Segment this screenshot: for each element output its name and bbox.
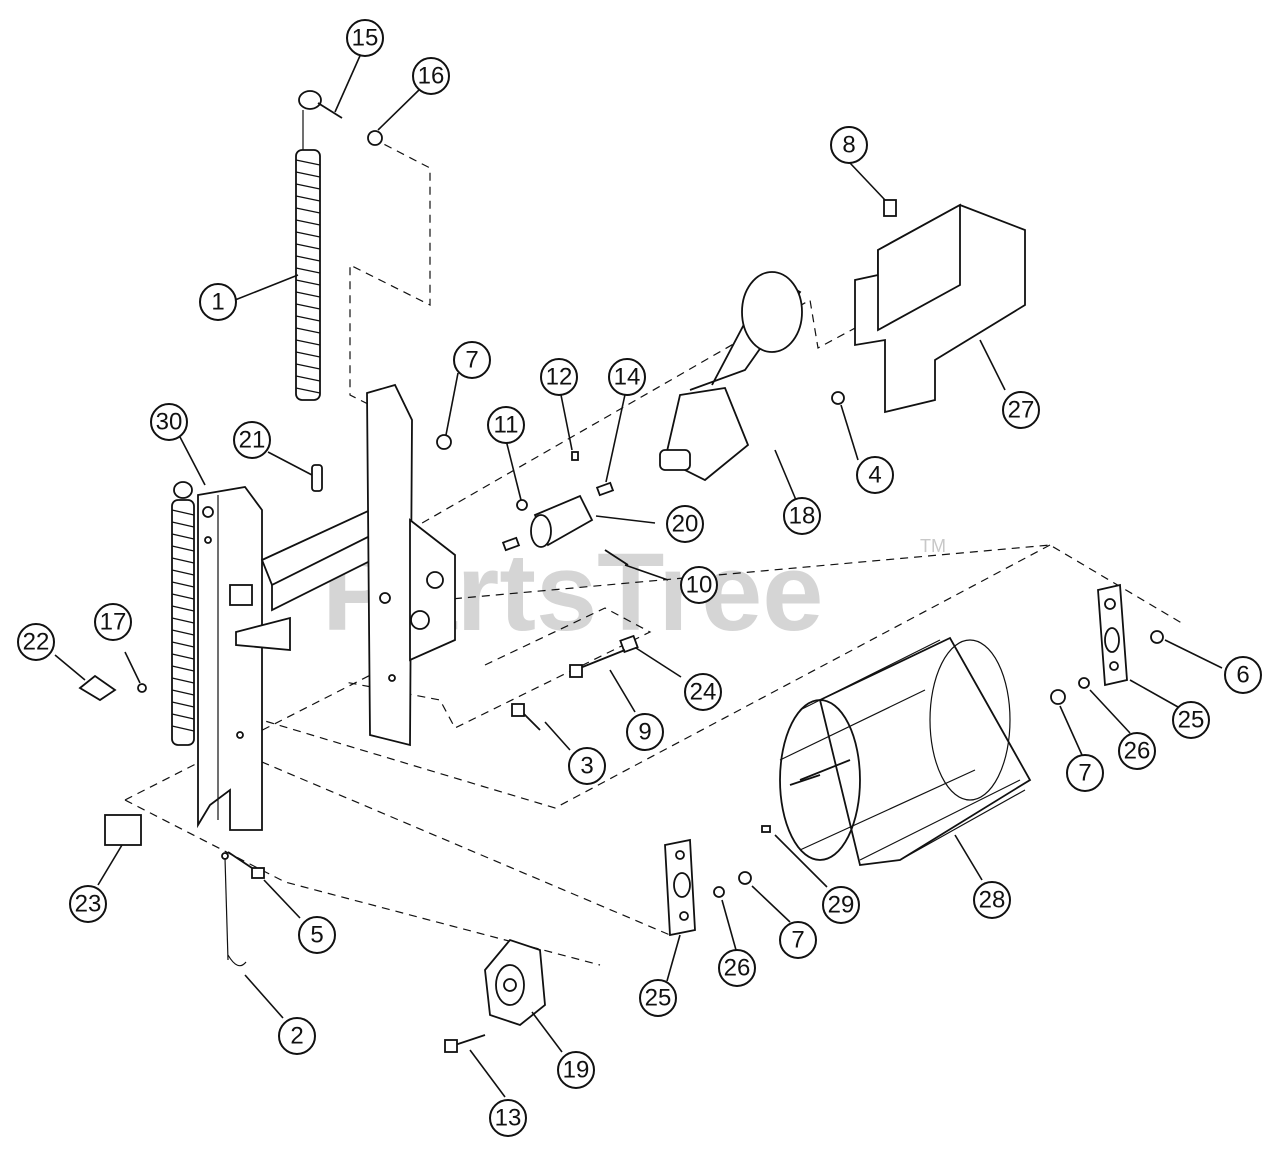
callout: 22 xyxy=(17,623,55,661)
callout: 3 xyxy=(568,747,606,785)
callout-label: 7 xyxy=(791,927,804,954)
callout: 8 xyxy=(830,126,868,164)
screws-center xyxy=(511,634,639,731)
callout-label: 18 xyxy=(789,503,816,530)
callout-label: 7 xyxy=(1078,760,1091,787)
motor xyxy=(659,271,845,482)
callout: 28 xyxy=(973,881,1011,919)
bearing-plate-left xyxy=(664,838,752,937)
callout: 19 xyxy=(557,1051,595,1089)
coupling-assembly xyxy=(501,451,629,566)
callout: 9 xyxy=(626,713,664,751)
callout-label: 3 xyxy=(580,753,593,780)
callout: 20 xyxy=(666,505,704,543)
callout: 12 xyxy=(540,358,578,396)
callout-label: 5 xyxy=(310,922,323,949)
callout: 5 xyxy=(298,916,336,954)
callout-label: 2 xyxy=(290,1023,303,1050)
callout: 24 xyxy=(684,673,722,711)
callout: 27 xyxy=(1002,391,1040,429)
callout-label: 26 xyxy=(1124,738,1151,765)
callout: 18 xyxy=(783,497,821,535)
callout: 10 xyxy=(680,566,718,604)
watermark-tm: TM xyxy=(920,536,946,556)
callout-label: 24 xyxy=(690,679,717,706)
callout: 7 xyxy=(779,921,817,959)
callout: 15 xyxy=(346,19,384,57)
callout: 13 xyxy=(489,1099,527,1137)
callout: 7 xyxy=(453,341,491,379)
callout: 16 xyxy=(412,57,450,95)
callout: 7 xyxy=(1066,754,1104,792)
callout-label: 29 xyxy=(828,892,855,919)
left-frame-bracket xyxy=(197,486,291,831)
callout: 26 xyxy=(718,949,756,987)
callout: 30 xyxy=(150,403,188,441)
callout-label: 1 xyxy=(211,289,224,316)
spring-upper xyxy=(295,90,383,401)
callout: 6 xyxy=(1224,656,1262,694)
callout-label: 28 xyxy=(979,887,1006,914)
callout: 29 xyxy=(822,886,860,924)
right-frame-plate xyxy=(366,383,456,747)
callout-label: 25 xyxy=(645,985,672,1012)
callout-label: 16 xyxy=(418,63,445,90)
callout-label: 26 xyxy=(724,955,751,982)
spiked-drum xyxy=(761,636,1032,866)
callout-label: 21 xyxy=(239,427,266,454)
guard-bracket xyxy=(854,199,1026,414)
callout: 17 xyxy=(94,603,132,641)
callout-label: 4 xyxy=(868,462,881,489)
callout-label: 10 xyxy=(686,572,713,599)
spring-lower xyxy=(171,481,195,746)
leader-lines xyxy=(54,48,1223,1098)
callout-label: 22 xyxy=(23,629,50,656)
callout-label: 14 xyxy=(614,364,641,391)
left-hardware xyxy=(78,674,265,967)
callout-label: 6 xyxy=(1236,662,1249,689)
assembly-dash-lines xyxy=(124,137,1186,966)
callout-label: 15 xyxy=(352,25,379,52)
callout: 4 xyxy=(856,456,894,494)
callout: 25 xyxy=(1172,701,1210,739)
flange-bearing xyxy=(444,938,546,1053)
callout: 1 xyxy=(199,283,237,321)
callout-label: 30 xyxy=(156,409,183,436)
callout: 23 xyxy=(69,885,107,923)
callout-label: 12 xyxy=(546,364,573,391)
callout-label: 17 xyxy=(100,609,127,636)
callout: 25 xyxy=(639,979,677,1017)
callout-label: 27 xyxy=(1008,397,1035,424)
callout-label: 25 xyxy=(1178,707,1205,734)
callout-label: 23 xyxy=(75,891,102,918)
callout-label: 8 xyxy=(842,132,855,159)
callout-label: 11 xyxy=(494,412,519,439)
callout-label: 7 xyxy=(465,347,478,374)
callout: 2 xyxy=(278,1017,316,1055)
callout: 26 xyxy=(1118,732,1156,770)
callout: 14 xyxy=(608,358,646,396)
callout-label: 19 xyxy=(563,1057,590,1084)
callout: 21 xyxy=(233,421,271,459)
callout-label: 13 xyxy=(495,1105,522,1132)
callout-label: 9 xyxy=(638,719,651,746)
callouts: 15 16 1 8 7 12 14 11 30 21 4 27 18 20 10… xyxy=(17,19,1262,1137)
bearing-plate-right xyxy=(1050,583,1164,705)
callout: 11 xyxy=(487,406,525,444)
callout-label: 20 xyxy=(672,511,699,538)
